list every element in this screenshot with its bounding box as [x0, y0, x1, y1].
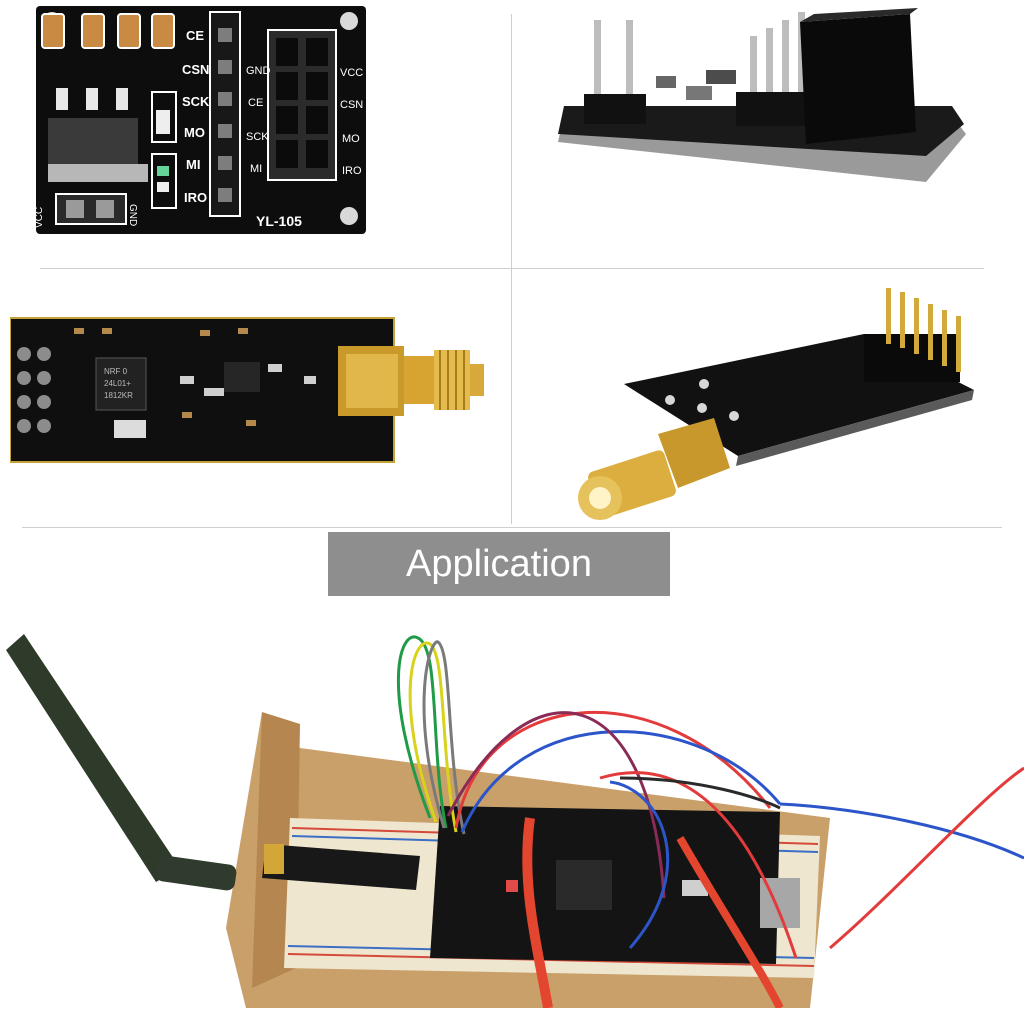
pin-label-mo: MO — [184, 125, 205, 140]
power-pin-gnd: GND — [127, 204, 138, 226]
socket-label-mo: MO — [342, 133, 360, 145]
socket-label-gnd: GND — [246, 65, 271, 77]
application-banner: Application — [328, 532, 670, 596]
socket-label-iro: IRO — [342, 165, 362, 177]
chip-line-2: 24L01+ — [104, 379, 131, 388]
chip-line-3: 1812KR — [104, 391, 133, 400]
socket-label-csn: CSN — [340, 99, 363, 111]
divider-vertical-top — [511, 14, 512, 524]
pin-label-iro: IRO — [184, 190, 207, 205]
socket-label-ce: CE — [248, 97, 263, 109]
rf-module-perspective — [574, 284, 978, 524]
pin-label-mi: MI — [186, 157, 200, 172]
rf-module-top-view: NRF 0 24L01+ 1812KR — [9, 316, 486, 464]
power-pin-vcc: VCC — [36, 207, 45, 228]
socket-label-vcc: VCC — [340, 67, 363, 79]
pin-label-csn: CSN — [182, 62, 209, 77]
adapter-board-perspective — [556, 6, 968, 188]
adapter-board-top-view: VCC GND CE CSN SCK MO MI IRO — [34, 6, 366, 234]
socket-label-mi: MI — [250, 163, 262, 175]
application-photo — [0, 628, 1024, 1010]
board-model-label: YL-105 — [256, 213, 302, 229]
socket-label-sck: SCK — [246, 131, 269, 143]
pin-label-ce: CE — [186, 28, 204, 43]
pin-label-sck: SCK — [182, 94, 210, 109]
divider-horizontal-1 — [40, 268, 984, 269]
divider-horizontal-2 — [22, 527, 1002, 528]
chip-line-1: NRF 0 — [104, 367, 128, 376]
